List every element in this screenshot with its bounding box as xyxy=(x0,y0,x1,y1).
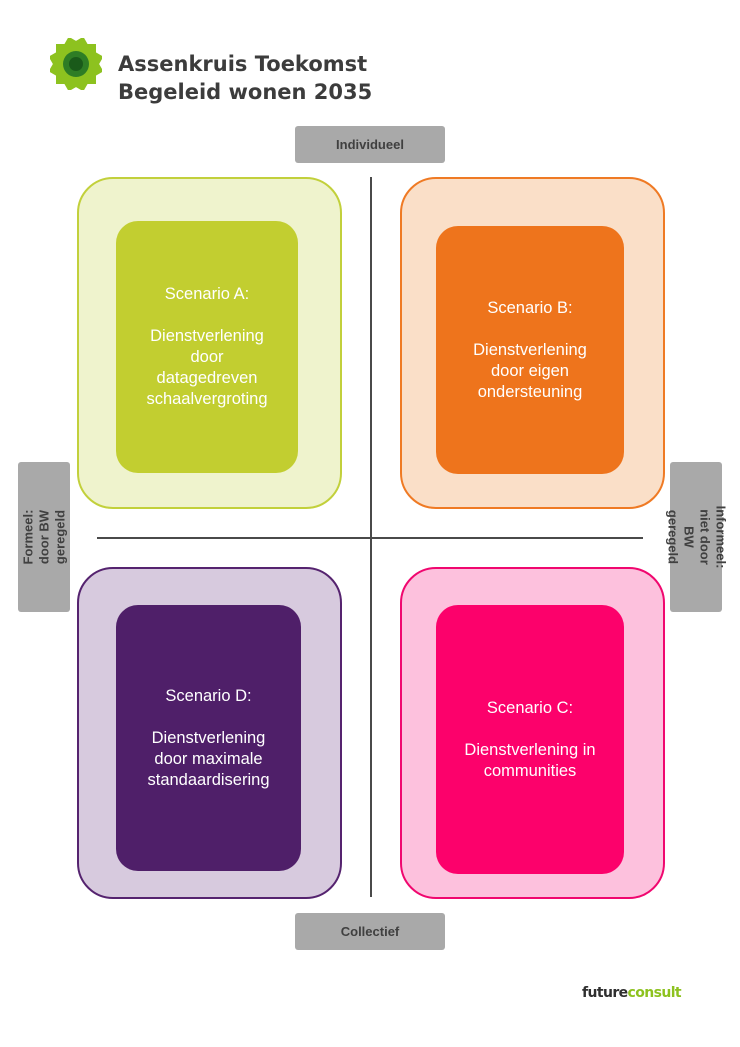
scenario-a-title: Scenario A: xyxy=(164,285,250,303)
brand-logo: futureconsult xyxy=(582,985,682,1001)
scenario-b-card: Scenario B: Dienstverlening door eigen o… xyxy=(436,226,624,474)
scenario-b-title: Scenario B: xyxy=(487,298,573,317)
brand-logo-part2: consult xyxy=(627,985,682,1001)
axis-label-left-text: Formeel: door BW geregeld xyxy=(20,509,67,565)
title-line-1: Assenkruis Toekomst xyxy=(118,52,368,76)
page-title: Assenkruis Toekomst Begeleid wonen 2035 xyxy=(118,50,372,106)
axis-label-left: Formeel: door BW geregeld xyxy=(18,462,70,612)
scenario-c-title: Scenario C: xyxy=(486,698,574,717)
scenario-a-card: Scenario A: Dienstverlening door dataged… xyxy=(116,221,298,473)
title-line-2: Begeleid wonen 2035 xyxy=(118,80,373,104)
scenario-a-description: Dienstverlening door datagedreven schaal… xyxy=(146,327,268,408)
scenario-d-description: Dienstverlening door maximale standaardi… xyxy=(147,728,270,789)
scenario-d-card: Scenario D: Dienstverlening door maximal… xyxy=(116,605,301,871)
scenario-b-description: Dienstverlening door eigen ondersteuning xyxy=(473,340,587,401)
scenario-d-title: Scenario D: xyxy=(165,686,252,705)
axis-label-right-text: Informeel: niet door BW geregeld xyxy=(665,505,728,569)
axis-label-right: Informeel: niet door BW geregeld xyxy=(665,462,728,612)
horizontal-axis-line xyxy=(97,537,643,539)
scenario-c-card: Scenario C: Dienstverlening in communiti… xyxy=(436,605,624,874)
scenario-c-description: Dienstverlening in communities xyxy=(464,740,596,780)
brand-logo-part1: future xyxy=(582,985,628,1001)
axis-label-bottom: Collectief xyxy=(295,913,445,950)
axis-label-top: Individueel xyxy=(295,126,445,163)
starburst-logo-icon xyxy=(50,38,102,90)
